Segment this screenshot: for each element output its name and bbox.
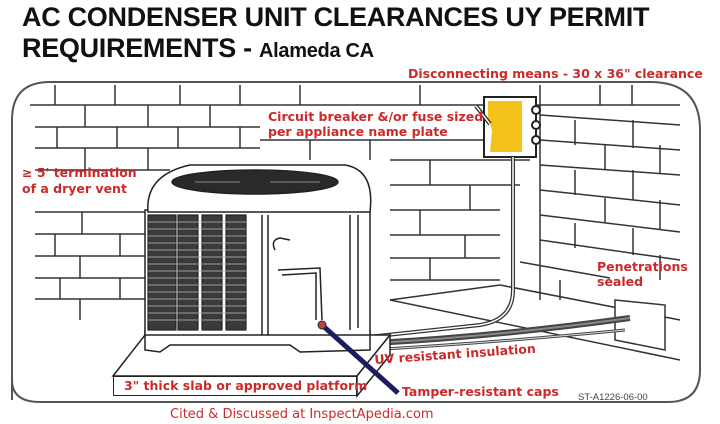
label-circuit-breaker-line2: per appliance name plate: [268, 124, 448, 139]
label-penetrations-line1: Penetrations: [597, 259, 688, 274]
tamper-cap-pointer: [320, 323, 400, 395]
side-coil-grille: [147, 214, 247, 331]
label-penetrations-line2: sealed: [597, 274, 644, 289]
back-wall-bricks: [30, 85, 540, 320]
diagram-title-line2: REQUIREMENTS - Alameda CA: [22, 33, 374, 64]
disconnect-box: [474, 96, 541, 158]
label-tamper-caps: Tamper-resistant caps: [402, 384, 559, 399]
side-wall-bricks: [499, 85, 681, 321]
frame-border: [11, 81, 701, 403]
label-dryer-vent-line1: ≥ 5' termination: [22, 165, 137, 180]
slab-label-box: 3" thick slab or approved platform: [113, 376, 367, 396]
label-circuit-breaker-line1: Circuit breaker &/or fuse sized: [268, 109, 484, 124]
drawing-code: ST-A1226-06-00: [578, 392, 648, 403]
label-slab: 3" thick slab or approved platform: [124, 378, 368, 393]
title-main: REQUIREMENTS -: [22, 33, 260, 63]
service-panel-open: [261, 215, 359, 335]
credit-line: Cited & Discussed at InspectApedia.com: [170, 407, 434, 422]
diagram-title-line1: AC CONDENSER UNIT CLEARANCES UY PERMIT: [22, 2, 650, 32]
label-dryer-vent-line2: of a dryer vent: [22, 181, 127, 196]
title-location: Alameda CA: [259, 40, 374, 62]
penetration-plate: [614, 299, 666, 351]
label-disconnecting-means: Disconnecting means - 30 x 36" clearance: [408, 66, 703, 81]
